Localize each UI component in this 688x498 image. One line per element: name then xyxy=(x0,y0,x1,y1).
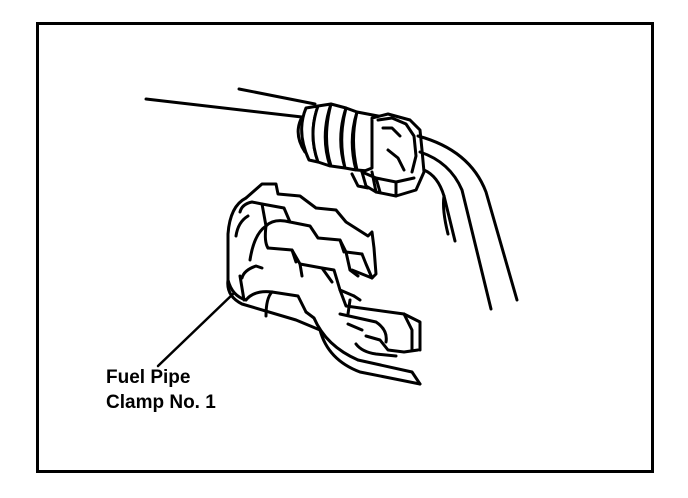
quick-connector xyxy=(300,102,426,198)
callout-label-line-1: Fuel Pipe xyxy=(106,367,191,388)
callout-leader-line xyxy=(156,291,236,368)
callout-label: Fuel Pipe Clamp No. 1 xyxy=(106,365,216,415)
callout-label-line-2: Clamp No. 1 xyxy=(106,392,216,413)
bent-fuel-pipe xyxy=(416,134,519,311)
clamp-latch-arm xyxy=(304,288,422,386)
fuel-pipe-clamp xyxy=(226,182,378,332)
fuel-pipe xyxy=(144,87,317,154)
